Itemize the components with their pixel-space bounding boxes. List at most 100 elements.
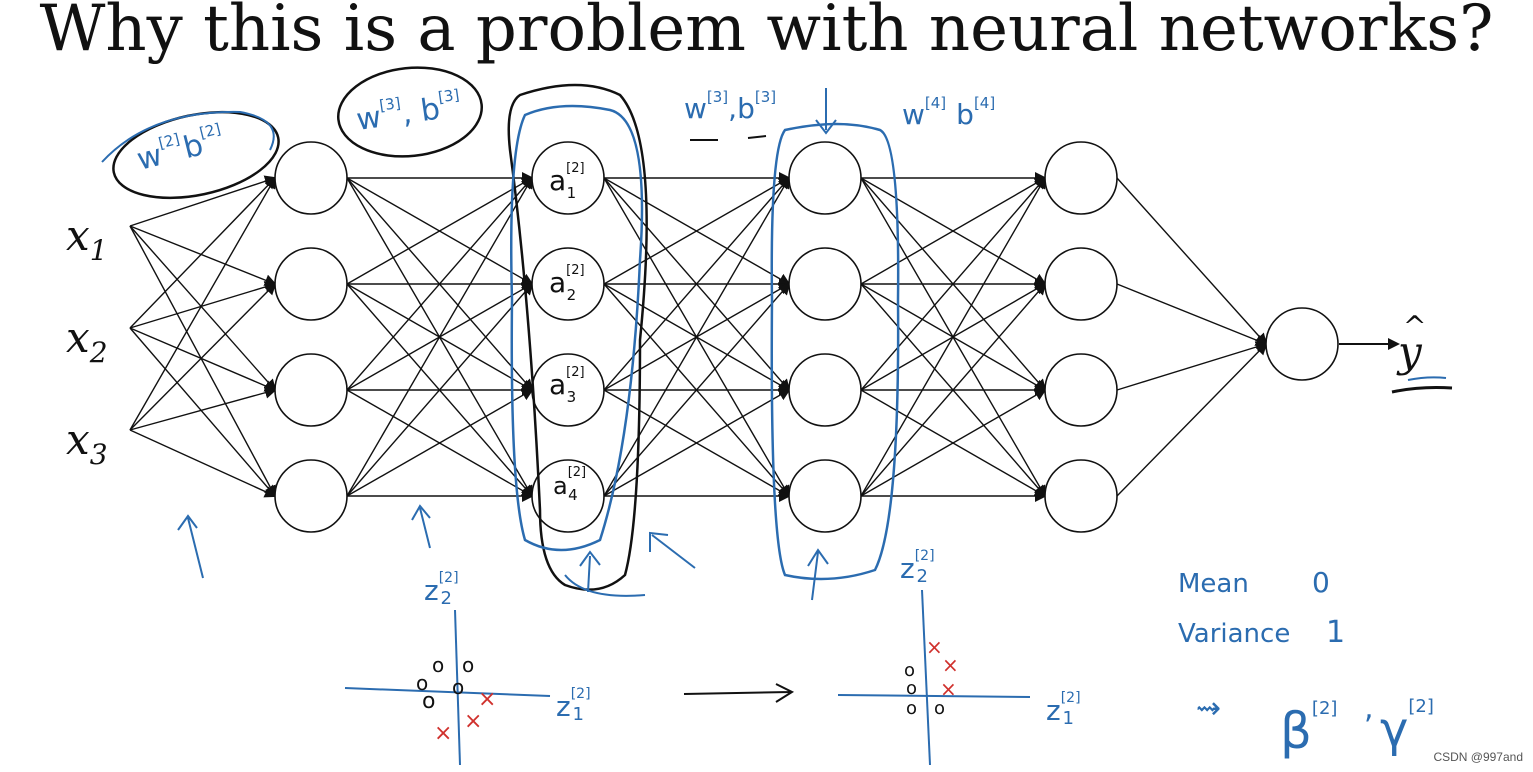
layer3-down-arrow: [815, 88, 837, 135]
connection-edge: [346, 282, 534, 497]
right-plot-cross: ×: [942, 653, 959, 677]
annotation-arrows: [177, 88, 837, 601]
connection-edge: [129, 282, 277, 431]
neuron-layer4-node2: [1044, 247, 1118, 321]
left-plot-cross: ×: [464, 709, 482, 734]
left-plot-cross: ×: [434, 721, 452, 746]
connection-edge: [603, 282, 791, 497]
right-plot-point: o: [906, 678, 917, 699]
neuron-layer1-node4: [274, 459, 348, 533]
output-y-hat-label: y: [1396, 327, 1423, 376]
neuron-layer4-node1: [1044, 141, 1118, 215]
gamma-symbol: γ[2]: [1380, 696, 1434, 758]
w4-label: w[4]b[4]: [902, 94, 995, 131]
squiggle-arrow: ⇝: [1196, 691, 1221, 726]
weight-labels: w[2]b[2] w[3], b[3] w[3],b[3] w[4]b[4]: [133, 86, 995, 178]
left-plot-point: o: [462, 653, 474, 677]
left-plot-point: o: [432, 653, 444, 677]
a3-label: a[2]3: [549, 365, 585, 406]
w3-label: w[3],b[3]: [684, 88, 776, 125]
connection-edge: [129, 281, 277, 329]
normalization-notes: Mean 0 Variance 1 ⇝ β[2] , γ[2]: [1178, 566, 1434, 760]
input-labels: x1 x2 x3: [66, 211, 108, 471]
connections: [129, 172, 1268, 502]
connection-edge: [129, 327, 277, 392]
neuron-layer3-node4: [788, 459, 862, 533]
connection-edge: [129, 176, 277, 329]
input-x2-label: x2: [66, 313, 108, 369]
layer3-up-arrow: [807, 548, 829, 601]
connection-edge: [1116, 342, 1268, 497]
input-up-arrow: [177, 514, 204, 579]
layer2-diag-arrow: [649, 531, 696, 569]
layer2-black-outline: [507, 83, 648, 591]
connection-edge: [1116, 283, 1268, 346]
connection-edge: [346, 389, 534, 497]
connection-edge: [346, 177, 534, 285]
neuron-layer1-node2: [274, 247, 348, 321]
connection-edge: [129, 386, 277, 431]
connection-edge: [860, 389, 1047, 497]
layer1-up-arrow: [411, 504, 431, 549]
input-x1-label: x1: [66, 211, 108, 267]
w3-ellipse: [336, 66, 484, 158]
right-plot-y-label: z[2]2: [900, 548, 935, 587]
transform-arrow: [683, 683, 795, 703]
left-plot-y-label: z[2]2: [424, 570, 459, 609]
w2-blue-swash: [101, 110, 275, 163]
output-underline: [1391, 386, 1453, 394]
mean-label: Mean: [1178, 569, 1249, 599]
connection-edge: [129, 176, 276, 431]
left-plot-point: o: [416, 671, 428, 695]
variance-value: 1: [1326, 615, 1345, 650]
connection-edge: [860, 176, 1047, 497]
output-blue-underline: [1407, 376, 1447, 381]
connection-edge: [129, 429, 277, 498]
neuron-layer1-node3: [274, 353, 348, 427]
right-plot-point: o: [904, 660, 915, 681]
connection-edge: [346, 176, 534, 497]
right-plot-cross: ×: [940, 677, 957, 701]
neuron-layer3-node2: [788, 247, 862, 321]
neuron-layer4-node3: [1044, 353, 1118, 427]
annotation-blue-outlines: [101, 104, 900, 597]
left-plot-cross: ×: [478, 687, 496, 712]
connection-edge: [603, 389, 791, 497]
connection-edge: [603, 176, 791, 497]
connection-edge: [860, 176, 1047, 391]
layer3-blue-outline: [770, 122, 900, 581]
left-plot-y-axis: [454, 609, 461, 766]
neuron-layer2-node2: [531, 247, 605, 321]
layer2-blue-tail: [564, 574, 646, 597]
layer2-blue-outline: [510, 104, 644, 552]
neurons: [274, 141, 1339, 533]
right-plot-y-axis: [921, 589, 931, 766]
activation-labels: a[2]1 a[2]2 a[2]3 a[2]4: [549, 161, 586, 504]
layer2-up-arrow: [579, 550, 601, 593]
neuron-layer3-node3: [788, 353, 862, 427]
w3-label-circled: w[3], b[3]: [354, 86, 463, 138]
input-x3-label: x3: [66, 415, 108, 471]
left-plot-x-axis: [344, 687, 551, 697]
w2-label: w[2]b[2]: [133, 120, 228, 178]
left-distribution-plot: z[2]2 z[2]1 o o o o o × × ×: [344, 570, 591, 766]
connection-edge: [346, 176, 534, 391]
left-plot-point: o: [422, 689, 435, 714]
connection-edge: [603, 177, 791, 285]
w3-underline: [690, 135, 767, 141]
right-distribution-plot: z[2]2 z[2]1 o o o o × × ×: [837, 548, 1081, 766]
right-plot-point: o: [906, 698, 917, 719]
connection-edge: [129, 175, 277, 227]
right-plot-point: o: [934, 698, 945, 719]
connection-edge: [860, 177, 1047, 285]
a4-label: a[2]4: [553, 465, 586, 504]
connection-edge: [1116, 341, 1268, 391]
variance-label: Variance: [1178, 619, 1290, 649]
neuron-layer1-node1: [274, 141, 348, 215]
beta-symbol: β[2]: [1280, 698, 1337, 760]
output-neuron: [1265, 307, 1339, 381]
right-plot-x-label: z[2]1: [1046, 690, 1081, 729]
connection-edge: [860, 282, 1047, 497]
